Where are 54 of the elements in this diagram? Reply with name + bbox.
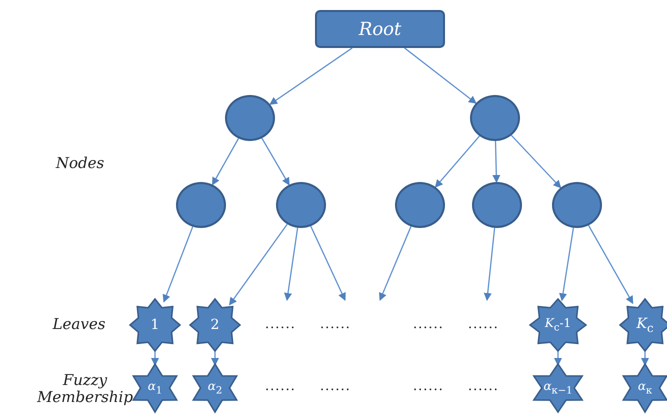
tree-node-circle [276,182,326,228]
membership-star [620,364,667,412]
membership-label: α$_{κ−1}$ [543,379,573,397]
ellipsis-dots: ...... [413,317,444,332]
ellipsis-dots: ...... [265,379,296,394]
leaf-star [190,299,240,351]
ellipsis-dots: ...... [265,317,296,332]
leaf-star [530,299,586,351]
arrow [641,350,649,366]
leaf-label: 2 [210,317,220,333]
arrow [484,228,496,301]
row-label: Nodes [54,155,106,172]
arrow [284,228,298,301]
tree-node-circle [472,182,522,228]
ellipsis-dots: ...... [468,317,499,332]
arrow [212,138,240,186]
arrow [379,226,412,301]
tree-node-circle [225,95,275,141]
tree-node-circle [470,95,520,141]
tree-node-circle [395,182,445,228]
ellipsis-dots: ...... [413,379,444,394]
arrow [261,138,290,186]
tree-node-circle [176,182,226,228]
arrow [269,48,353,105]
arrow [492,140,500,183]
membership-label: α$_{κ}$ [638,379,652,397]
arrow [310,226,346,301]
membership-star [190,364,240,412]
ellipsis-dots: ...... [320,379,351,394]
ellipsis-dots: ...... [468,379,499,394]
row-label: Leaves [52,316,106,334]
membership-star [530,364,586,412]
leaf-star [620,299,667,351]
arrow [434,136,480,188]
arrow [404,48,477,104]
arrow [559,228,574,302]
leaf-label: 1 [150,317,160,333]
arrow [162,226,194,303]
membership-label: α$_{2}$ [208,379,222,397]
arrow [554,350,562,366]
leaf-label: K$_{c}$ [636,316,654,334]
membership-label: α$_{1}$ [148,379,162,397]
ellipsis-dots: ...... [320,317,351,332]
tree-node-circle [552,182,602,228]
arrow [588,225,634,304]
row-label: Fuzzy Membership [36,372,134,406]
root-box [315,10,445,48]
arrow [211,350,219,366]
leaf-label: K$_{c}$-1 [544,316,572,334]
leaf-star [130,299,180,351]
arrow [510,134,562,188]
arrow [229,224,288,306]
root-label: Root [358,18,402,40]
arrow [151,350,159,366]
